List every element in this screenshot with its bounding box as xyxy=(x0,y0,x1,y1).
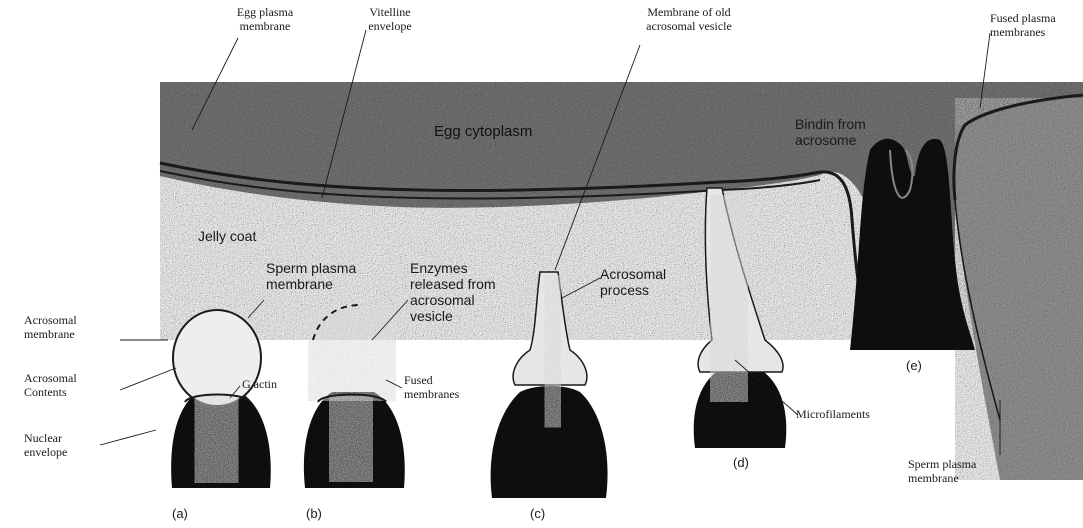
panel-c-caption: (c) xyxy=(530,506,545,521)
panel-a-caption: (a) xyxy=(172,506,188,521)
acrosomal-process-label: Acrosomal process xyxy=(600,266,720,298)
membrane-old-acrosomal-vesicle-label: Membrane of old acrosomal vesicle xyxy=(604,6,774,34)
egg-cytoplasm-label: Egg cytoplasm xyxy=(434,123,532,140)
sperm-plasma-membrane-e-label: Sperm plasma membrane xyxy=(908,458,1018,486)
panel-d-caption: (d) xyxy=(733,455,749,470)
acrosomal-membrane-label: Acrosomal membrane xyxy=(24,314,124,342)
bindin-from-acrosome-label: Bindin from acrosome xyxy=(795,116,925,148)
g-actin-label: G actin xyxy=(242,378,312,392)
nuclear-envelope-label: Nuclear envelope xyxy=(24,432,124,460)
sperm-d xyxy=(694,188,787,448)
sperm-a xyxy=(171,310,271,488)
panel-b-caption: (b) xyxy=(306,506,322,521)
vitelline-envelope-label: Vitelline envelope xyxy=(340,6,440,34)
acrosomal-contents-label: Acrosomal Contents xyxy=(24,372,124,400)
sperm-plasma-membrane-label: Sperm plasma membrane xyxy=(266,260,406,292)
fused-membranes-label: Fused membranes xyxy=(404,374,494,402)
fused-plasma-membranes-label: Fused plasma membranes xyxy=(990,12,1082,40)
jelly-coat-label: Jelly coat xyxy=(198,228,256,244)
sperm-b xyxy=(304,305,405,488)
panel-e-caption: (e) xyxy=(906,358,922,373)
egg-plasma-membrane-label: Egg plasma membrane xyxy=(210,6,320,34)
enzymes-released-label: Enzymes released from acrosomal vesicle xyxy=(410,260,540,324)
microfilaments-label: Microfilaments xyxy=(796,408,926,422)
